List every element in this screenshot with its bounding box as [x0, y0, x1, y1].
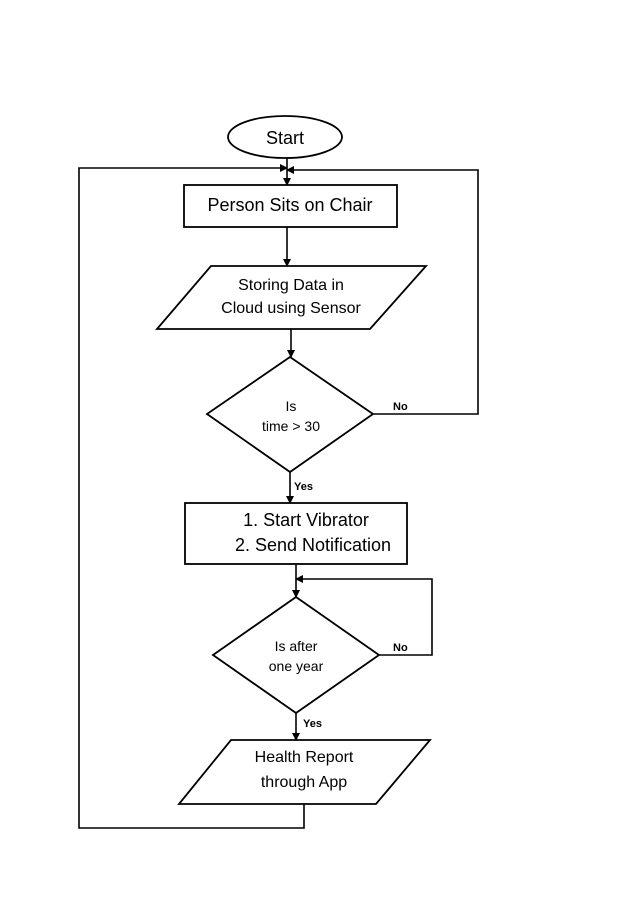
action-line1: 1. Start Vibrator	[243, 510, 369, 530]
decision-time-line2: time > 30	[262, 418, 320, 434]
arrow-no-loop-year	[295, 575, 433, 656]
report-line1: Health Report	[255, 749, 354, 766]
decision-time: Is time > 30	[205, 355, 375, 474]
action-line2: 2. Send Notification	[235, 535, 391, 555]
no-label-time: No	[393, 401, 408, 413]
yes-label-time: Yes	[294, 481, 313, 493]
decision-time-line1: Is	[286, 398, 297, 414]
sits-label: Person Sits on Chair	[207, 195, 372, 215]
decision-year-line1: Is after	[275, 638, 318, 654]
arrow-no-loop-time	[286, 166, 479, 415]
arrow-report-loop-back	[78, 164, 305, 829]
process-vibrate-notify: 1. Start Vibrator 2. Send Notification	[184, 502, 408, 565]
report-line2: through App	[261, 774, 347, 791]
decision-year: Is after one year	[211, 595, 381, 715]
process-sits-on-chair: Person Sits on Chair	[183, 184, 398, 228]
yes-label-year: Yes	[303, 718, 322, 730]
start-label: Start	[266, 128, 304, 148]
no-label-year: No	[393, 642, 408, 654]
decision-year-line2: one year	[269, 658, 324, 674]
io-health-report: Health Report through App	[177, 739, 432, 805]
store-label-line2: Cloud using Sensor	[221, 300, 361, 317]
io-storing-data: Storing Data in Cloud using Sensor	[155, 265, 429, 330]
start-node: Start	[227, 115, 343, 159]
store-label-line1: Storing Data in	[238, 277, 344, 294]
